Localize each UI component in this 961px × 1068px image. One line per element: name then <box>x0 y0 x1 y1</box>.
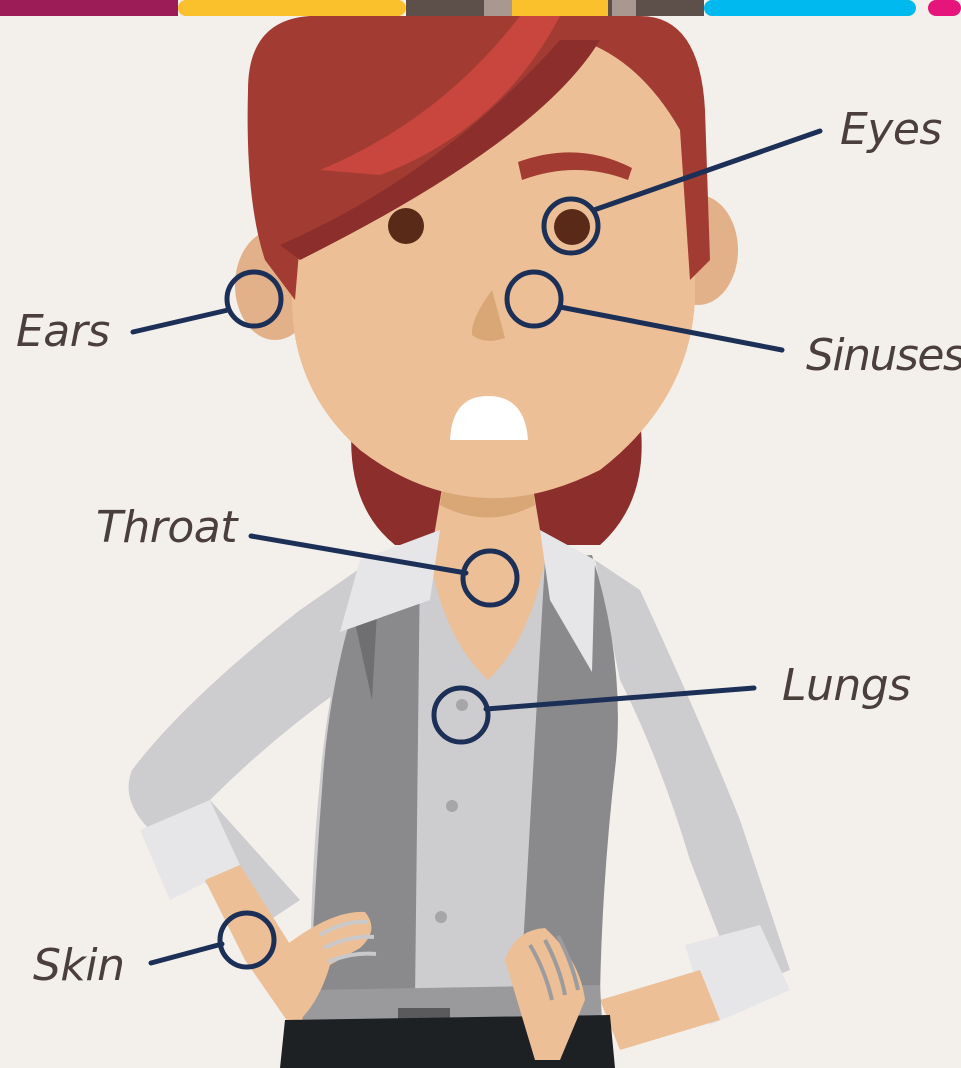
left-eye <box>388 208 424 244</box>
label-skin: Skin <box>33 944 125 988</box>
right-forearm <box>600 970 720 1050</box>
shirt-button <box>446 800 458 812</box>
label-ears: Ears <box>16 310 110 354</box>
label-throat: Throat <box>96 506 237 550</box>
right-arm <box>595 560 790 990</box>
label-eyes: Eyes <box>840 108 942 152</box>
right-eye <box>554 209 590 245</box>
shirt-button <box>456 699 468 711</box>
shirt-button <box>435 911 447 923</box>
top-color-band <box>0 0 961 16</box>
label-lungs: Lungs <box>782 664 911 708</box>
label-sinuses: Sinuses <box>806 334 961 378</box>
